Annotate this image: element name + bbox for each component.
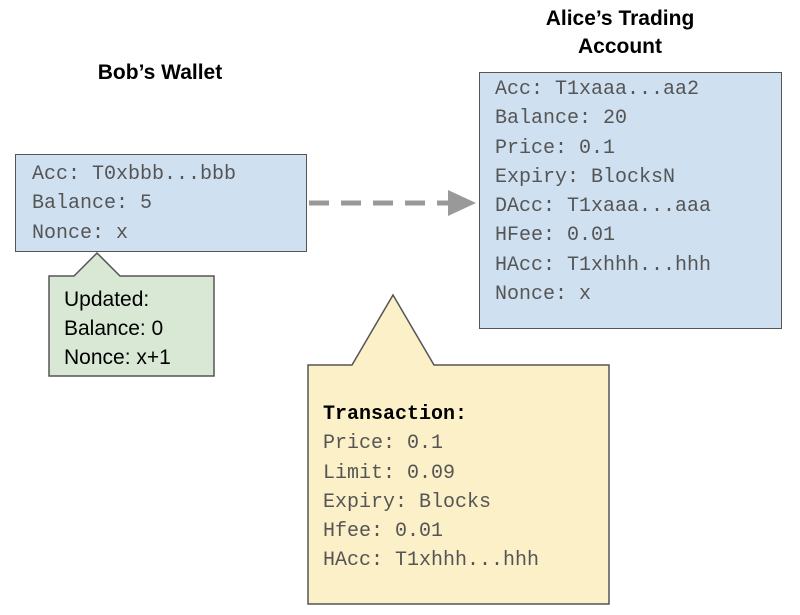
updated-note: Updated: Balance: 0 Nonce: x+1 xyxy=(64,285,171,372)
alice-hfee-line: HFee: 0.01 xyxy=(495,224,616,248)
alice-account-box: Acc: T1xaaa...aa2 Balance: 20 Price: 0.1… xyxy=(479,72,782,329)
transaction-callout-shape xyxy=(307,293,610,605)
tx-limit-line: Limit: 0.09 xyxy=(323,461,456,485)
updated-callout-shape xyxy=(48,251,215,377)
alice-nonce-line: Nonce: x xyxy=(495,283,592,307)
tx-price-line: Price: 0.1 xyxy=(323,432,444,456)
updated-balance-line: Balance: 0 xyxy=(64,317,164,340)
tx-hfee-line: Hfee: 0.01 xyxy=(323,520,444,544)
transaction-heading: Transaction: xyxy=(323,403,468,426)
bob-acc-line: Acc: T0xbbb...bbb xyxy=(32,163,237,186)
updated-nonce-line: Nonce: x+1 xyxy=(64,346,171,369)
transaction-note: Transaction: Price: 0.1 Limit: 0.09 Expi… xyxy=(323,400,539,576)
alice-acc-line: Acc: T1xaaa...aa2 xyxy=(495,78,700,101)
alice-hacc-line: HAcc: T1xhhh...hhh xyxy=(495,253,712,277)
bob-nonce-line: Nonce: x xyxy=(32,221,129,245)
bob-wallet-box: Acc: T0xbbb...bbb Balance: 5 Nonce: x xyxy=(15,154,307,252)
transfer-arrow-head xyxy=(448,190,476,216)
tx-expiry-line: Expiry: Blocks xyxy=(323,490,492,514)
alice-balance-line: Balance: 20 xyxy=(495,107,628,131)
alice-price-line: Price: 0.1 xyxy=(495,136,616,160)
bob-balance-line: Balance: 5 xyxy=(32,192,153,216)
alice-dacc-line: DAcc: T1xaaa...aaa xyxy=(495,195,712,219)
alice-account-title: Alice’s Trading Account xyxy=(545,7,695,58)
bob-wallet-title: Bob’s Wallet xyxy=(97,61,223,84)
tx-hacc-line: HAcc: T1xhhh...hhh xyxy=(323,549,540,573)
alice-expiry-line: Expiry: BlocksN xyxy=(495,165,676,189)
updated-heading: Updated: xyxy=(64,288,150,311)
